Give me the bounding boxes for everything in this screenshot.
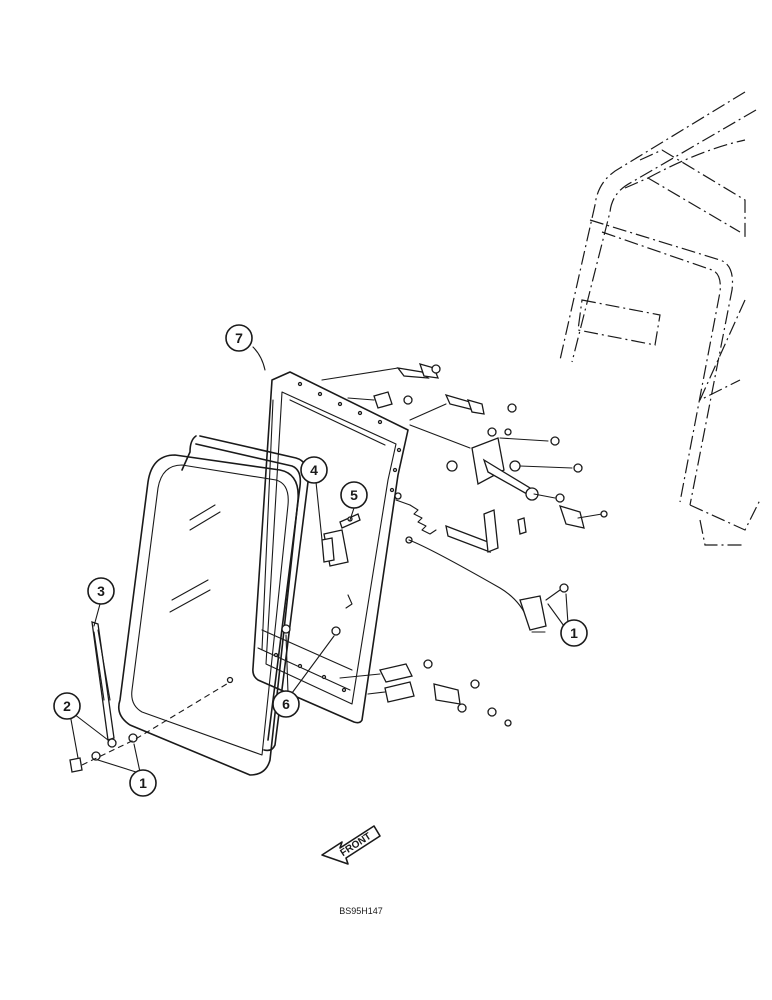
svg-text:4: 4 [310, 462, 318, 478]
svg-text:1: 1 [570, 625, 578, 641]
callout-5: 5 [340, 481, 368, 509]
latch-assembly [409, 424, 608, 535]
callout-3: 3 [87, 577, 115, 605]
callout-1-right: 1 [560, 619, 588, 647]
spring-striker [394, 492, 499, 554]
front-arrow: FRONT [321, 825, 381, 865]
svg-text:2: 2 [63, 698, 71, 714]
callout-2: 2 [53, 692, 81, 720]
leader-lines [69, 346, 569, 773]
callout-1-left: 1 [129, 769, 157, 797]
frame-bolts [281, 594, 353, 636]
svg-text:3: 3 [97, 583, 105, 599]
svg-text:5: 5 [350, 487, 358, 503]
door-catch [321, 513, 361, 567]
cable-assembly [408, 539, 569, 633]
callout-6: 6 [272, 690, 300, 718]
lower-hinges [339, 659, 512, 727]
callout-7: 7 [225, 324, 253, 352]
door-frame [252, 371, 409, 724]
cab-outline [559, 91, 761, 546]
callout-4: 4 [300, 456, 328, 484]
drawing-code: BS95H147 [339, 906, 383, 916]
svg-text:1: 1 [139, 775, 147, 791]
door-glass [117, 454, 299, 776]
wiper-arm [69, 621, 231, 773]
upper-hinges [321, 363, 517, 421]
svg-text:7: 7 [235, 330, 243, 346]
svg-text:6: 6 [282, 696, 290, 712]
